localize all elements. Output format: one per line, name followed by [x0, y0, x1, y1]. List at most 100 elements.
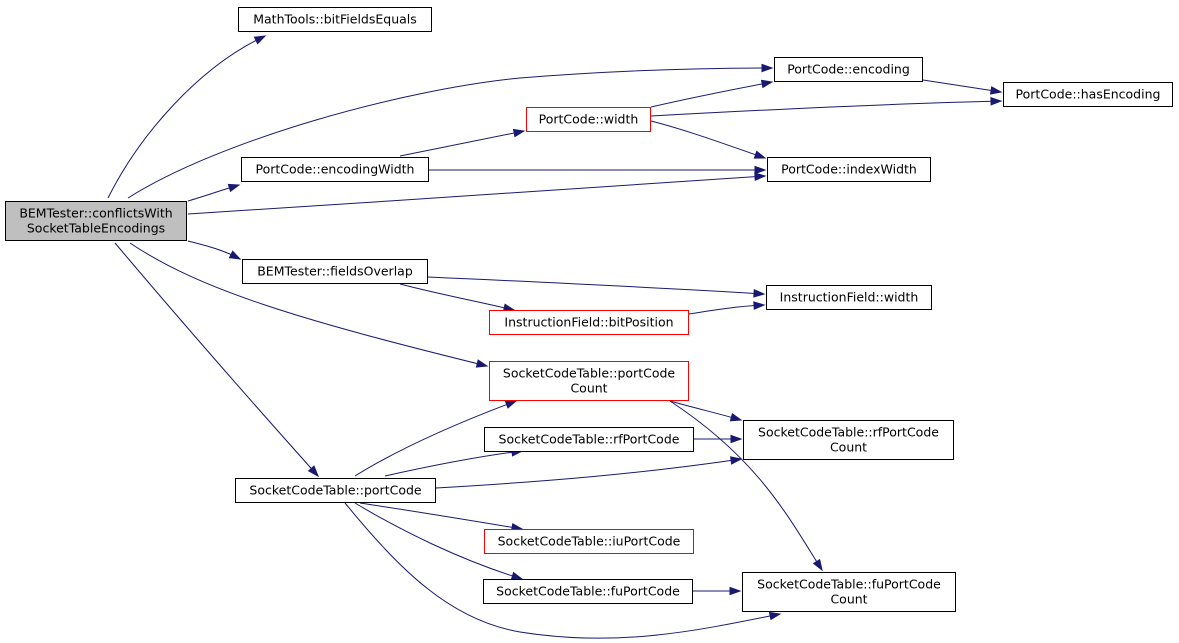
node-box — [742, 572, 956, 612]
node-label: SocketCodeTable::iuPortCode — [498, 534, 681, 549]
node-indexWidth[interactable]: PortCode::indexWidth — [767, 157, 931, 182]
node-label: MathTools::bitFieldsEquals — [253, 12, 417, 27]
edge-fieldsOverlap-to-ifWidth — [427, 276, 766, 298]
node-box — [241, 157, 429, 182]
edge-line — [922, 79, 1002, 93]
arrowhead-icon — [512, 128, 526, 138]
edge-line — [688, 304, 765, 315]
node-label: SocketCodeTable::rfPortCode — [499, 432, 680, 447]
edge-root-to-fieldsOverlap — [187, 240, 242, 260]
node-label: SocketCodeTable::fuPortCode — [496, 584, 680, 599]
node-label: PortCode::hasEncoding — [1016, 87, 1161, 102]
node-box — [235, 478, 436, 503]
edge-line — [129, 242, 488, 367]
edge-line — [427, 276, 765, 295]
arrowhead-icon — [510, 571, 524, 580]
edge-root-to-indexWidth — [187, 172, 767, 215]
node-label: SocketCodeTable::portCode — [249, 483, 422, 498]
edge-line — [669, 400, 823, 571]
node-box — [238, 7, 432, 32]
edge-root-to-portCodeCount — [129, 242, 489, 368]
node-hasEncoding[interactable]: PortCode::hasEncoding — [1003, 82, 1173, 107]
node-fieldsOverlap[interactable]: BEMTester::fieldsOverlap — [242, 259, 428, 284]
edge-portCode-to-rfPortCode — [384, 448, 524, 477]
node-portCode[interactable]: SocketCodeTable::portCode — [235, 478, 436, 503]
node-fuPortCode[interactable]: SocketCodeTable::fuPortCode — [483, 579, 693, 604]
arrowhead-icon — [475, 359, 489, 368]
arrowhead-icon — [730, 434, 743, 444]
edge-pcWidth-to-indexWidth — [650, 120, 767, 159]
node-label: SocketTableEncodings — [27, 221, 165, 236]
node-box — [489, 361, 689, 401]
edge-encodingWidth-to-pcWidth — [399, 128, 526, 157]
node-box — [1003, 82, 1173, 107]
edge-portCode-to-iuPortCode — [359, 502, 524, 532]
edge-line — [127, 67, 773, 199]
edge-pcWidth-to-hasEncoding — [650, 96, 1003, 117]
edge-line — [187, 175, 766, 215]
edge-encodingWidth-to-indexWidth — [429, 165, 767, 175]
arrowhead-icon — [729, 456, 743, 465]
edge-line — [354, 502, 523, 580]
edge-line — [650, 100, 1002, 117]
edge-bitPosition-to-ifWidth — [688, 301, 766, 315]
node-label: BEMTester::conflictsWith — [19, 206, 172, 221]
edge-line — [344, 502, 781, 639]
edge-line — [114, 242, 319, 477]
node-label: Count — [570, 381, 607, 396]
edge-portCodeCount-to-fuPortCodeCount — [669, 400, 823, 572]
arrowhead-icon — [753, 289, 766, 298]
arrowhead-icon — [504, 400, 518, 409]
arrowhead-icon — [754, 165, 767, 175]
edge-portCode-to-rfPortCodeCount — [435, 456, 743, 489]
node-iuPortCode[interactable]: SocketCodeTable::iuPortCode — [484, 529, 694, 554]
node-label: PortCode::encodingWidth — [256, 162, 415, 177]
edge-fieldsOverlap-to-bitPosition — [399, 283, 516, 312]
edge-line — [650, 120, 766, 159]
node-label: SocketCodeTable::fuPortCode — [757, 577, 941, 592]
arrowhead-icon — [753, 150, 767, 159]
node-bitFieldsEquals[interactable]: MathTools::bitFieldsEquals — [238, 7, 432, 32]
arrowhead-icon — [754, 172, 767, 181]
node-label: InstructionField::bitPosition — [504, 315, 673, 330]
arrowhead-icon — [729, 586, 742, 596]
node-box — [766, 285, 932, 310]
node-box — [484, 529, 694, 554]
edge-line — [435, 458, 742, 489]
edge-line — [354, 400, 517, 477]
node-bitPosition[interactable]: InstructionField::bitPosition — [489, 310, 689, 335]
edge-pcWidth-to-encoding — [650, 79, 774, 108]
edge-root-to-encodingWidth — [187, 183, 241, 202]
node-box — [767, 157, 931, 182]
node-label: PortCode::encoding — [787, 62, 910, 77]
edge-rfPortCode-to-rfPortCodeCount — [694, 434, 743, 444]
node-encodingWidth[interactable]: PortCode::encodingWidth — [241, 157, 429, 182]
node-encoding[interactable]: PortCode::encoding — [774, 57, 923, 82]
arrowhead-icon — [812, 558, 823, 572]
arrowhead-icon — [227, 183, 241, 193]
edge-line — [650, 81, 773, 108]
edge-root-to-encoding — [127, 63, 774, 199]
arrowhead-icon — [989, 86, 1003, 95]
node-root[interactable]: BEMTester::conflictsWithSocketTableEncod… — [5, 201, 187, 241]
node-pcWidth[interactable]: PortCode::width — [526, 107, 651, 132]
arrowhead-icon — [760, 79, 774, 89]
node-box — [743, 420, 954, 460]
node-box — [5, 201, 187, 241]
edge-root-to-portCode — [114, 242, 319, 478]
node-ifWidth[interactable]: InstructionField::width — [766, 285, 932, 310]
node-label: PortCode::indexWidth — [781, 162, 917, 177]
arrowhead-icon — [761, 63, 774, 73]
edge-fuPortCode-to-fuPortCodeCount — [693, 586, 742, 596]
node-label: SocketCodeTable::rfPortCode — [758, 425, 939, 440]
edges-layer — [107, 35, 1003, 639]
node-label: Count — [830, 440, 867, 455]
arrowhead-icon — [729, 413, 743, 422]
node-rfPortCode[interactable]: SocketCodeTable::rfPortCode — [484, 427, 694, 452]
edge-portCode-to-fuPortCodeCount — [344, 502, 782, 639]
node-box — [242, 259, 428, 284]
